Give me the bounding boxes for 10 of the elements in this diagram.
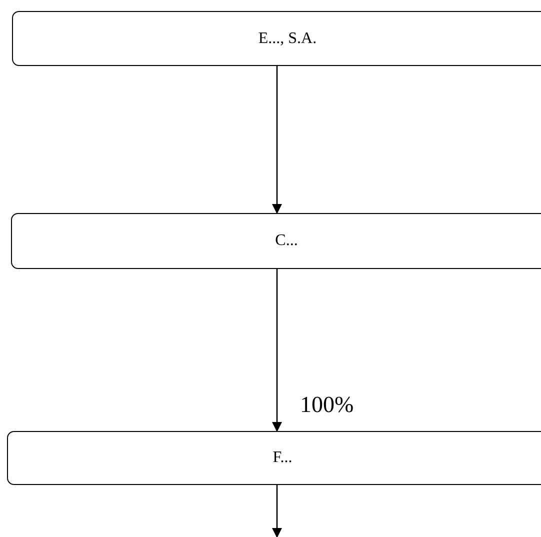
box-label: F... [272,448,292,468]
arrow [272,66,282,214]
percentage-label: 100% [300,393,354,416]
arrow [272,269,282,432]
process-box [12,11,541,66]
process-box [7,431,541,485]
box-label: E..., S.A. [258,28,317,48]
arrow [272,485,282,537]
process-box [11,213,541,269]
box-label: C... [275,231,298,251]
